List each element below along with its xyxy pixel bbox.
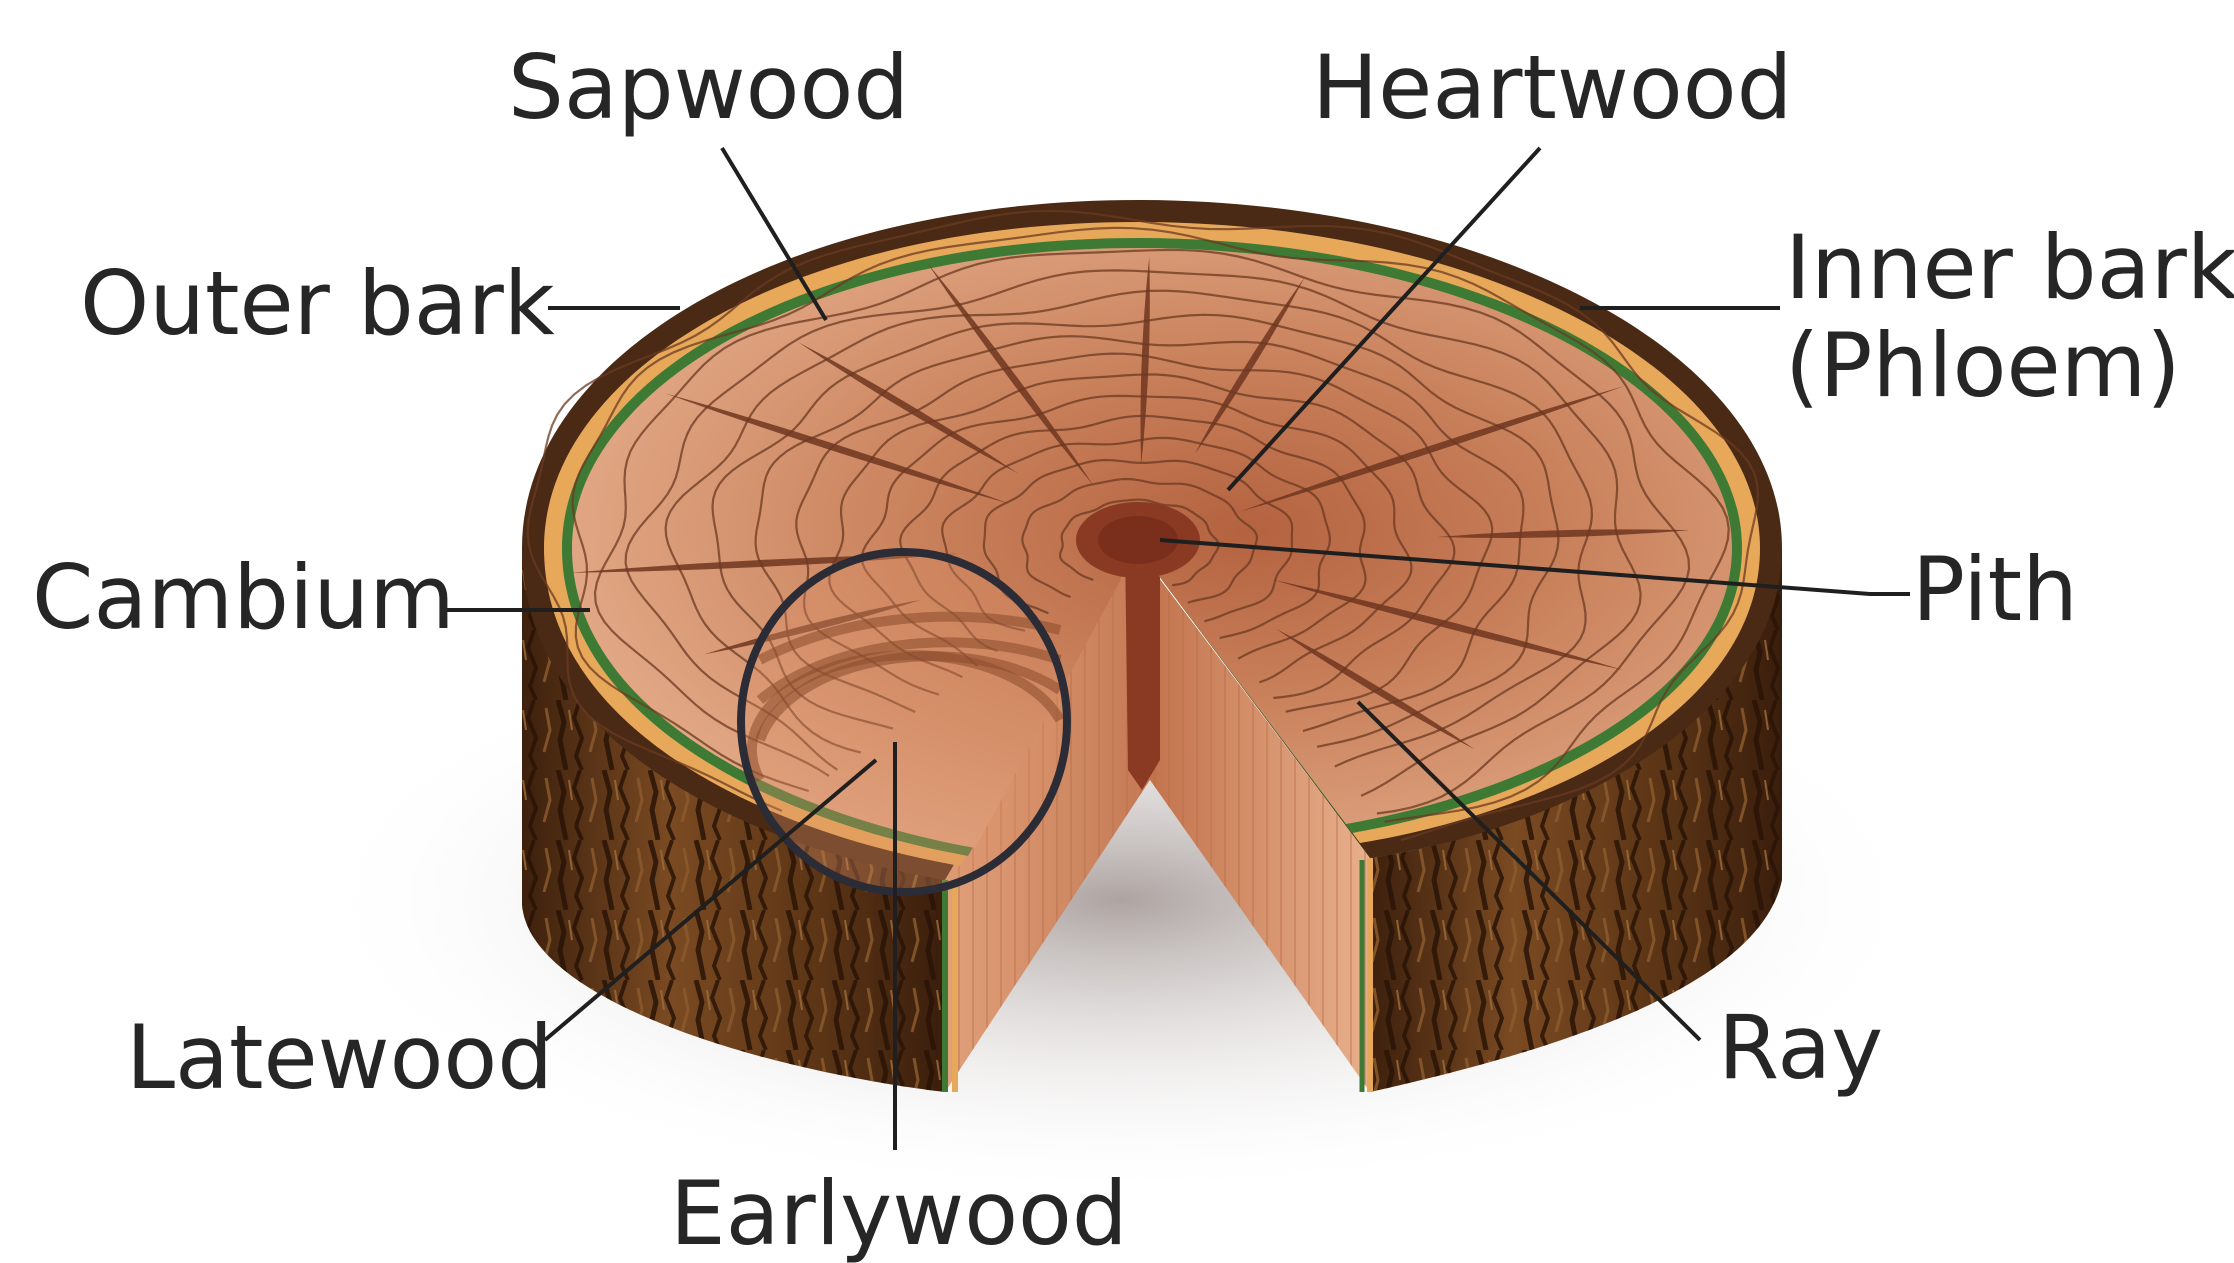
- label-pith: Pith: [1912, 538, 2078, 641]
- label-ray: Ray: [1718, 996, 1883, 1099]
- label-cambium: Cambium: [32, 546, 455, 649]
- label-heartwood: Heartwood: [1312, 36, 1792, 139]
- label-sapwood: Sapwood: [508, 36, 909, 139]
- label-inner-bark: Inner bark: [1785, 216, 2234, 319]
- pith-column: [1125, 545, 1160, 790]
- label-latewood: Latewood: [126, 1006, 553, 1109]
- label-phloem: (Phloem): [1785, 314, 2181, 417]
- label-earlywood: Earlywood: [670, 1162, 1128, 1263]
- label-outer-bark: Outer bark: [80, 252, 555, 355]
